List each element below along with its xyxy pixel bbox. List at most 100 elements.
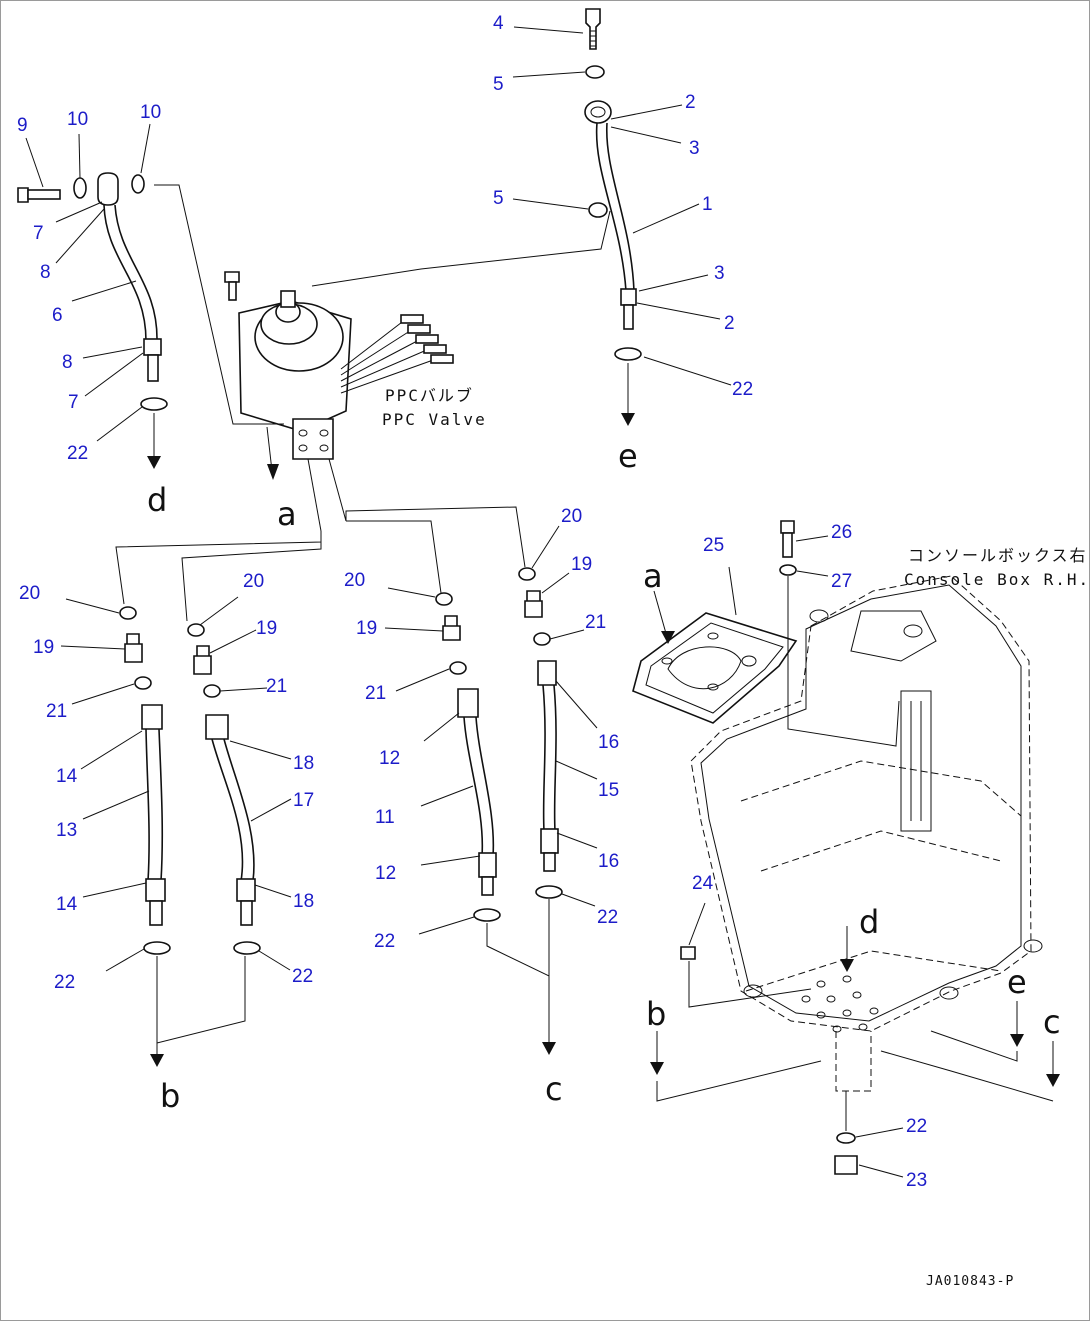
washer-part-22-e: [614, 347, 642, 361]
elbow-part-19-a: [124, 633, 143, 663]
washer-part-22-b: [233, 941, 261, 955]
callout-25: 25: [703, 535, 724, 556]
washer-part-22-d: [140, 397, 168, 411]
o-ring-part-21-b: [203, 684, 221, 698]
callout-7: 7: [33, 223, 44, 244]
bracket-part-25: [632, 566, 798, 724]
callout-19: 19: [571, 554, 592, 575]
callout-3: 3: [714, 263, 725, 284]
ref-letter-a: a: [277, 495, 297, 533]
washer-part-10-a: [73, 177, 87, 199]
elbow-part-19-b: [193, 645, 212, 675]
hose-part-1-right-edge: [605, 122, 635, 292]
callout-7: 7: [68, 392, 79, 413]
callout-8: 8: [40, 262, 51, 283]
ref-letter-d: d: [859, 903, 879, 941]
callout-22: 22: [732, 379, 753, 400]
washer-part-22-a: [143, 941, 171, 955]
callout-21: 21: [365, 683, 386, 704]
callout-13: 13: [56, 820, 77, 841]
o-ring-part-21-d: [533, 632, 551, 646]
callout-3: 3: [689, 138, 700, 159]
callout-22: 22: [54, 972, 75, 993]
callout-12: 12: [375, 863, 396, 884]
callout-2: 2: [724, 313, 735, 334]
callout-21: 21: [585, 612, 606, 633]
elbow-part-19-d: [524, 590, 543, 618]
banjo-fitting-6: [97, 172, 119, 206]
drawing-code: JA010843-P: [926, 1274, 1014, 1289]
callout-22: 22: [67, 443, 88, 464]
hose-part-1-left-edge: [595, 122, 627, 292]
hose-assembly-17: [187, 596, 292, 971]
console-box-caption-en: Console Box R.H.: [904, 570, 1090, 589]
callout-20: 20: [243, 571, 264, 592]
elbow-part-19-c: [442, 615, 461, 641]
washer-part-22-c: [473, 908, 501, 922]
hose-part-13-fitting-top: [141, 704, 163, 730]
callout-5: 5: [493, 74, 504, 95]
ref-letter-e: e: [618, 437, 638, 475]
callout-8: 8: [62, 352, 73, 373]
ref-letter-b: b: [160, 1077, 180, 1115]
mounting-holes: [801, 975, 879, 1033]
callout-16: 16: [598, 732, 619, 753]
reference-letters: d a e b c a d b e c: [147, 437, 1061, 1115]
o-ring-part-20-b: [187, 623, 205, 637]
ref-letter-c: c: [1043, 1003, 1061, 1041]
o-ring-part-21-c: [449, 661, 467, 675]
callout-20: 20: [561, 506, 582, 527]
callout-12: 12: [379, 748, 400, 769]
callout-26: 26: [831, 522, 852, 543]
callout-10: 10: [140, 102, 161, 123]
callout-numbers: 4 5 2 3 5 1 3 2 22 9 10 10 7 8 6 8 7 22 …: [17, 13, 927, 1191]
callout-17: 17: [293, 790, 314, 811]
callout-21: 21: [46, 701, 67, 722]
washer-part-10-b: [131, 174, 145, 194]
hose-part-1-fitting: [620, 288, 637, 306]
callout-22: 22: [597, 907, 618, 928]
ref-letter-e: e: [1007, 963, 1027, 1001]
hose-part-15-fitting-top: [537, 660, 557, 686]
bolt-part-26: [780, 520, 795, 534]
washer-part-22-f: [535, 885, 563, 899]
callout-6: 6: [52, 305, 63, 326]
callout-10: 10: [67, 109, 88, 130]
callout-19: 19: [33, 637, 54, 658]
callout-14: 14: [56, 894, 78, 915]
callout-22: 22: [906, 1116, 927, 1137]
callout-14: 14: [56, 766, 78, 787]
callout-4: 4: [493, 13, 504, 34]
callout-5: 5: [493, 188, 504, 209]
ref-letter-c: c: [545, 1070, 563, 1108]
ppc-valve: PPCバルブ PPC Valve: [115, 184, 611, 622]
washer-part-5-top: [585, 65, 605, 79]
callout-19: 19: [256, 618, 277, 639]
hose-part-11-fitting-top: [457, 688, 479, 718]
callout-18: 18: [293, 891, 314, 912]
o-ring-part-20-a: [119, 606, 137, 620]
bolt-part-4: [585, 8, 601, 50]
callout-23: 23: [906, 1170, 927, 1191]
callout-9: 9: [17, 115, 28, 136]
callout-20: 20: [19, 583, 40, 604]
o-ring-part-20-d: [518, 567, 536, 581]
o-ring-part-20-c: [435, 592, 453, 606]
callout-19: 19: [356, 618, 377, 639]
hose-assembly-15: [518, 525, 598, 1055]
hose-assembly-13: [60, 598, 246, 1067]
callout-24: 24: [692, 873, 714, 894]
washer-part-5-mid: [588, 202, 608, 218]
banjo-fitting: [584, 100, 612, 124]
hose-assembly-6: [17, 123, 168, 469]
ppc-valve-caption-jp: PPCバルブ: [385, 386, 474, 405]
callout-27: 27: [831, 571, 852, 592]
callout-16: 16: [598, 851, 619, 872]
callout-11: 11: [375, 807, 395, 828]
hose-assembly-1: [512, 8, 732, 426]
washer-part-27: [779, 564, 797, 576]
ppc-valve-caption-en: PPC Valve: [382, 410, 487, 429]
callout-2: 2: [685, 92, 696, 113]
ref-letter-a: a: [643, 557, 663, 595]
